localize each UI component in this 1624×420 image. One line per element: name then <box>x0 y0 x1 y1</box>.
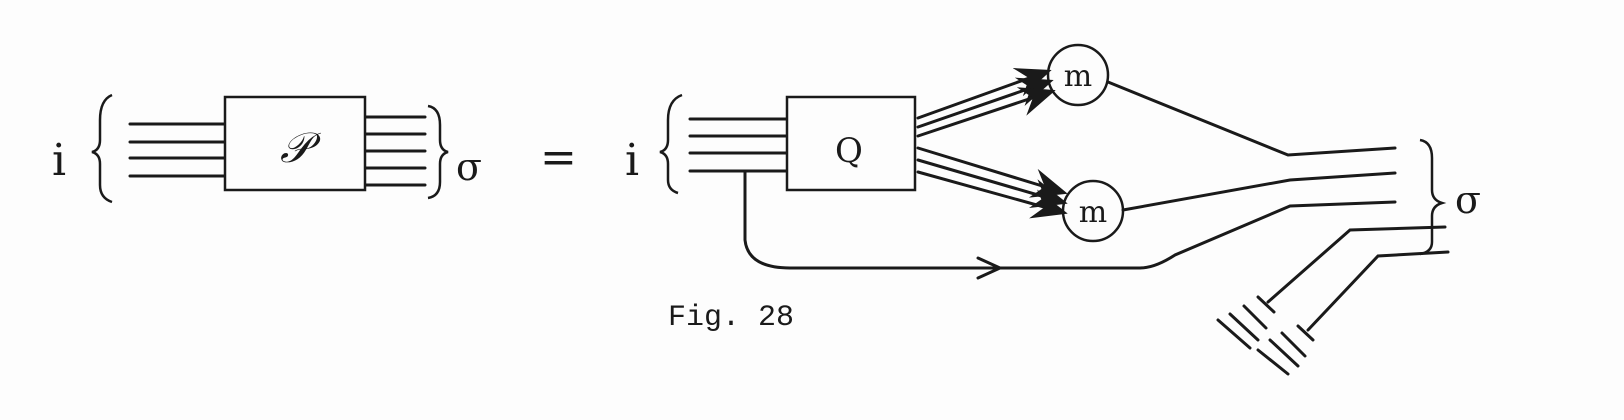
left-input-label: i <box>52 135 66 186</box>
lower-m-label: m <box>1079 195 1107 230</box>
arrows-to-upper-m <box>916 68 1056 138</box>
bypass-arrow-icon <box>976 256 1004 280</box>
right-system: i Q m m <box>625 43 1481 376</box>
right-output-label: σ <box>1455 178 1481 222</box>
p-box-label: 𝒫 <box>280 123 321 172</box>
figure-caption: Fig. 28 <box>668 301 794 335</box>
right-input-brace <box>659 93 683 195</box>
left-input-lines <box>128 122 226 178</box>
left-input-brace <box>91 93 113 204</box>
q-box <box>785 95 917 192</box>
right-input-lines <box>688 117 788 173</box>
equals-sign: = <box>540 132 577 183</box>
left-output-brace <box>427 104 449 200</box>
upper-m-node <box>1046 43 1110 107</box>
ground-symbol-1 <box>1216 295 1276 350</box>
left-output-lines <box>364 115 427 187</box>
left-system: i 𝒫 σ <box>52 93 482 204</box>
left-output-label: σ <box>456 145 482 189</box>
p-box <box>223 95 367 192</box>
ground-symbol-2 <box>1256 324 1315 376</box>
q-box-label: Q <box>835 131 863 171</box>
upper-m-label: m <box>1064 59 1092 94</box>
arrows-to-lower-m <box>916 146 1068 219</box>
right-input-label: i <box>625 135 639 186</box>
right-output-brace <box>1419 138 1447 256</box>
